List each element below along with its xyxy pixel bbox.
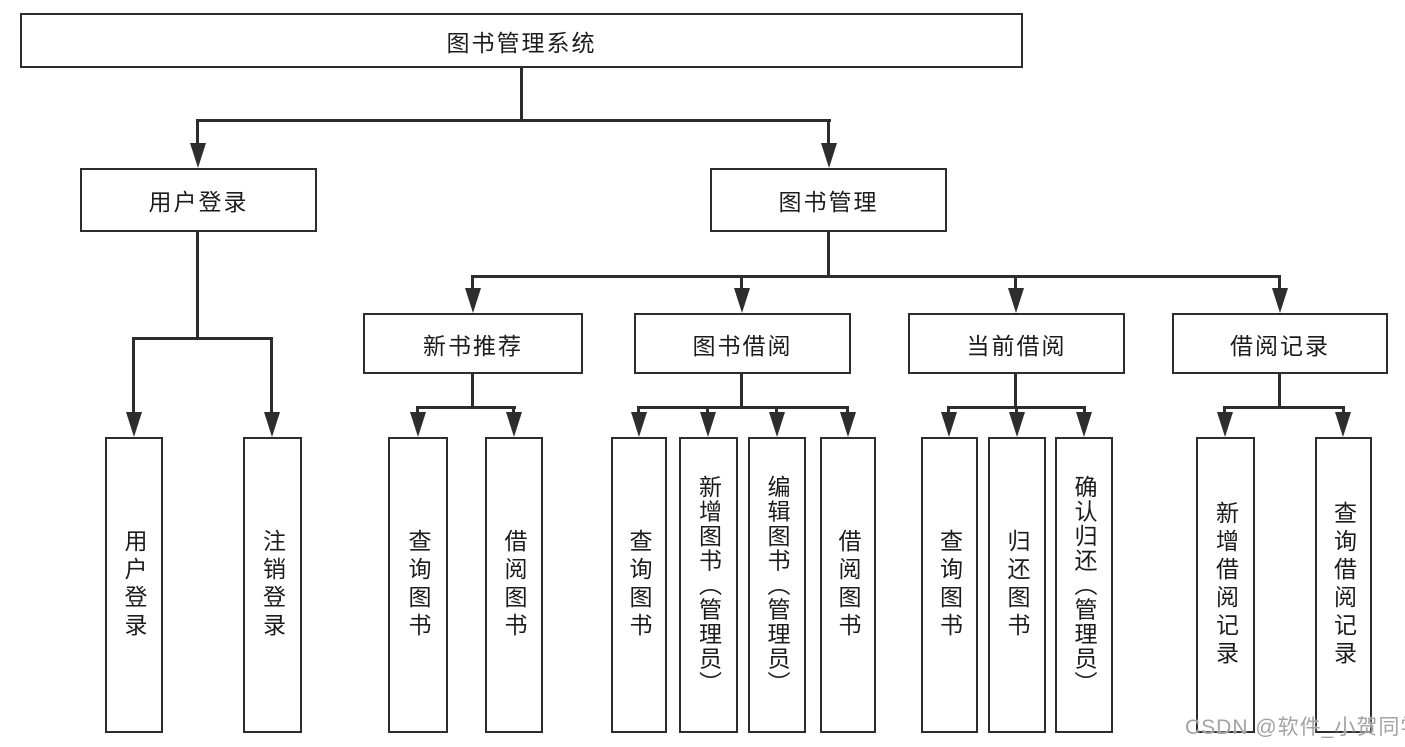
arrow-down [410,412,426,437]
arrow-down [1272,288,1288,313]
leaf-recommend-query-books-label: 查询图书 [405,529,431,641]
leaf-borrow-query-books: 查询图书 [611,437,667,733]
connector-line [132,337,135,415]
connector-line [197,119,831,122]
leaf-borrow-edit-books-admin: 编辑图书（管理员） [748,437,806,733]
leaf-records-add-record: 新增借阅记录 [1196,437,1255,733]
connector-line [196,119,199,147]
node-user-login: 用户登录 [80,168,317,232]
connector-line [637,406,640,416]
leaf-recommend-borrow-books-label: 借阅图书 [501,529,527,641]
node-borrow-records-label: 借阅记录 [1230,332,1330,359]
connector-line [846,406,849,416]
connector-line [471,275,1281,278]
leaf-current-return-books: 归还图书 [988,437,1046,733]
connector-line [740,275,743,291]
connector-line [1223,406,1226,416]
arrow-down [631,412,647,437]
connector-line [471,374,474,409]
connector-line [132,337,273,340]
connector-line [827,119,830,147]
leaf-borrow-edit-books-admin-label: 编辑图书（管理员） [764,474,790,696]
leaf-borrow-add-books-admin: 新增图书（管理员） [679,437,738,733]
node-new-book-recommend-label: 新书推荐 [423,332,523,359]
arrow-down [264,412,280,437]
node-book-borrow: 图书借阅 [634,313,851,374]
arrow-down [126,412,142,437]
arrow-down [700,412,716,437]
connector-line [196,232,199,340]
connector-line [416,406,516,409]
leaf-borrow-query-books-label: 查询图书 [626,529,652,641]
connector-line [1015,406,1018,416]
leaf-user-login: 用户登录 [105,437,163,733]
connector-line [520,68,523,121]
leaf-logout-label: 注销登录 [259,529,286,641]
leaf-recommend-query-books: 查询图书 [388,437,448,733]
connector-line [416,406,419,416]
arrow-down [1076,412,1092,437]
arrow-down [840,412,856,437]
arrow-down [1217,412,1233,437]
leaf-borrow-borrow-books: 借阅图书 [820,437,876,733]
connector-line [1014,374,1017,409]
node-root-label: 图书管理系统 [446,29,597,56]
node-book-borrow-label: 图书借阅 [692,332,793,359]
connector-line [270,337,273,415]
leaf-records-query-record: 查询借阅记录 [1315,437,1372,733]
arrow-down [821,143,837,168]
node-user-login-label: 用户登录 [148,189,249,215]
arrow-down [1008,288,1024,313]
arrow-down [769,412,785,437]
node-root: 图书管理系统 [20,13,1023,68]
node-book-management: 图书管理 [710,168,947,232]
connector-line [637,406,849,409]
csdn-watermark: CSDN @软件_小贺同学 [1185,716,1405,739]
leaf-records-add-record-label: 新增借阅记录 [1212,501,1239,669]
arrow-down [1335,412,1351,437]
connector-line [1083,406,1086,416]
leaf-borrow-borrow-books-label: 借阅图书 [835,529,861,641]
connector-line [1342,406,1345,416]
leaf-current-query-books-label: 查询图书 [936,529,963,641]
connector-line [827,232,830,278]
connector-line [1278,374,1281,409]
node-current-borrow-label: 当前借阅 [966,332,1067,359]
connector-line [1014,275,1017,291]
node-current-borrow: 当前借阅 [908,313,1125,374]
leaf-current-confirm-return-admin: 确认归还（管理员） [1055,437,1113,733]
connector-line [740,374,743,409]
connector-line [1278,275,1281,291]
connector-line [471,275,474,291]
node-book-management-label: 图书管理 [778,189,879,215]
connector-line [775,406,778,416]
leaf-current-query-books: 查询图书 [921,437,978,733]
connector-line [947,406,950,416]
arrow-down [1009,412,1025,437]
arrow-down [734,288,750,313]
leaf-logout: 注销登录 [243,437,302,733]
arrow-down [465,288,481,313]
leaf-user-login-label: 用户登录 [121,529,147,641]
arrow-down [190,143,206,168]
leaf-recommend-borrow-books: 借阅图书 [485,437,543,733]
connector-line [512,406,515,416]
arrow-down [506,412,522,437]
leaf-current-return-books-label: 归还图书 [1004,529,1030,641]
connector-line [706,406,709,416]
leaf-records-query-record-label: 查询借阅记录 [1330,501,1357,669]
arrow-down [941,412,957,437]
connector-line [1223,406,1345,409]
node-borrow-records: 借阅记录 [1172,313,1388,374]
leaf-current-confirm-return-admin-label: 确认归还（管理员） [1071,474,1097,696]
leaf-borrow-add-books-admin-label: 新增图书（管理员） [695,474,722,696]
node-new-book-recommend: 新书推荐 [363,313,583,374]
